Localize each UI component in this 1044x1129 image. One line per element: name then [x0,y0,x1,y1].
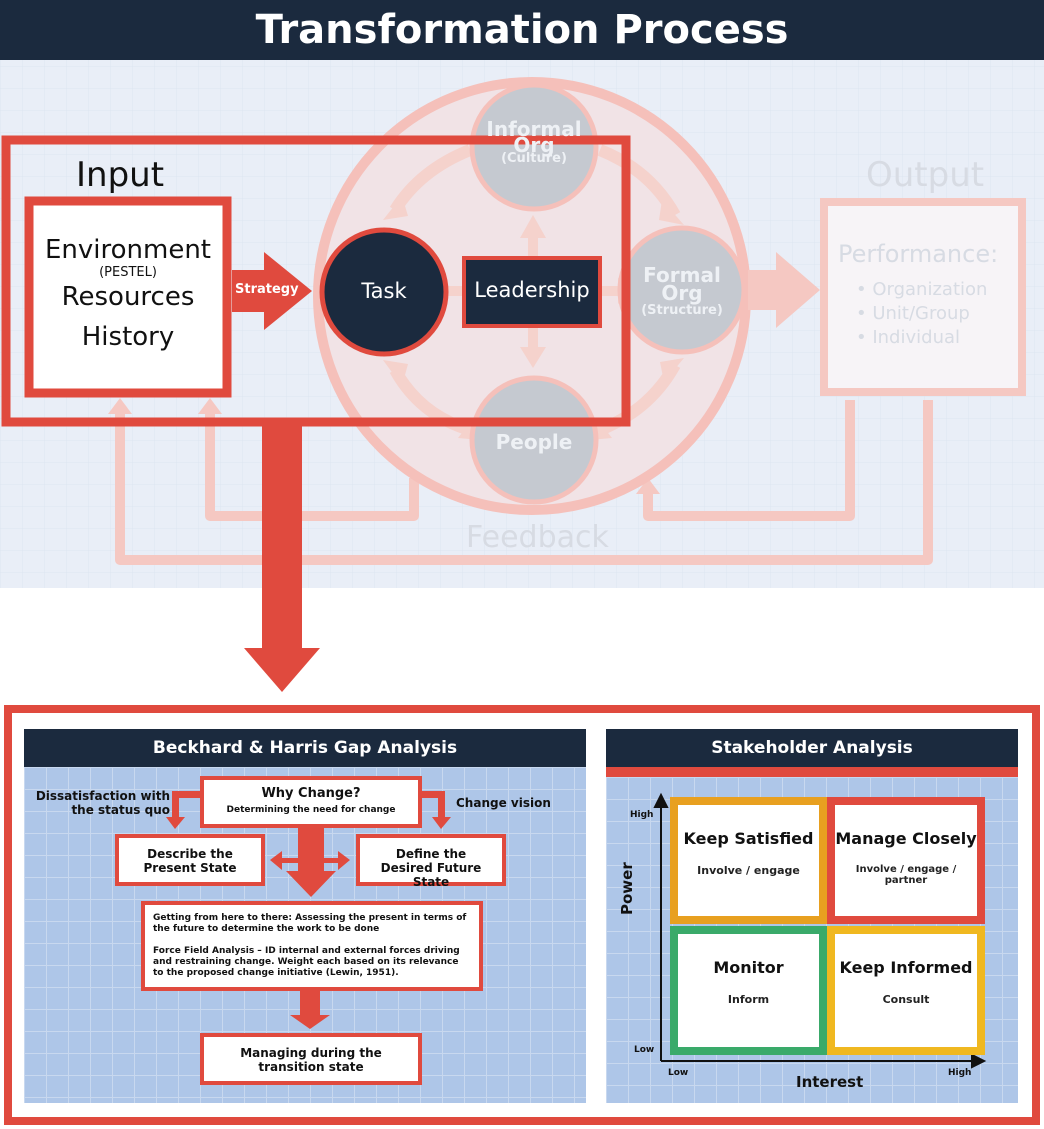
quadrant-monitor: Monitor Inform [670,926,827,1055]
performance-item: • Individual [856,327,961,348]
quadrant-manage-closely: Manage Closely Involve / engage / partne… [827,797,985,924]
task-label: Task [361,279,407,303]
task-node [319,227,449,357]
informal-org-node [469,82,599,212]
change-vision-label: Change vision [456,796,551,810]
pestel-text: (PESTEL) [99,265,157,280]
gap-arrows [166,791,451,1029]
stakeholder-axes [653,792,987,1069]
performance-item: • Organization [856,279,988,300]
transition-box: Managing during the transition state [200,1033,422,1085]
feedback-loop [115,400,933,565]
output-label: Output [866,155,985,195]
getting-there-box: Getting from here to there: Assessing th… [141,901,483,991]
performance-item: • Unit/Group [856,303,970,324]
history-text: History [81,322,175,352]
informal-org-text: Informal Org (Culture) [486,117,582,166]
input-box-text: Environment (PESTEL) Resources History [33,235,223,352]
performance-list: • Organization • Unit/Group • Individual [856,278,987,350]
down-arrow [262,426,302,588]
x-low-label: Low [668,1068,689,1078]
output-arrow [748,252,820,328]
people-node [469,375,599,505]
y-high-label: High [630,810,654,820]
people-label: People [495,430,573,454]
diagram-canvas [0,60,1044,588]
input-label: Input [76,155,165,195]
why-change-box: Why Change? Determining the need for cha… [200,776,422,828]
down-arrow-lower [244,588,320,692]
stakeholder-accent-bar [606,767,1018,777]
gap-panel-title: Beckhard & Harris Gap Analysis [24,729,586,767]
performance-label: Performance: [838,240,999,268]
resources-text: Resources [61,282,195,312]
present-state-box: Describe the Present State [115,834,265,886]
quadrant-keep-satisfied: Keep Satisfied Involve / engage [670,797,827,924]
strategy-label: Strategy [235,282,299,297]
output-box [820,198,1026,396]
future-state-box: Define the Desired Future State [356,834,506,889]
feedback-label: Feedback [466,520,609,555]
strategy-arrow [232,252,312,330]
dissatisfaction-label: Dissatisfaction with the status quo [35,789,170,817]
y-low-label: Low [634,1045,655,1055]
leadership-node [462,256,602,328]
environment-text: Environment [44,235,212,265]
formal-org-text: Formal Org (Structure) [641,263,723,318]
x-axis-label: Interest [796,1073,864,1091]
input-box [24,196,232,398]
page-title: Transformation Process [0,0,1044,60]
stakeholder-panel-title: Stakeholder Analysis [606,729,1018,767]
y-axis-label: Power [618,862,636,915]
quadrant-keep-informed: Keep Informed Consult [827,926,985,1055]
transformation-diagram: Input Output Environment (PESTEL) Resour… [0,60,1044,588]
feedback-arrowheads [108,398,660,494]
formal-org-node [617,225,747,355]
input-highlight-frame [1,135,631,427]
leadership-label: Leadership [474,278,590,302]
x-high-label: High [948,1068,972,1078]
